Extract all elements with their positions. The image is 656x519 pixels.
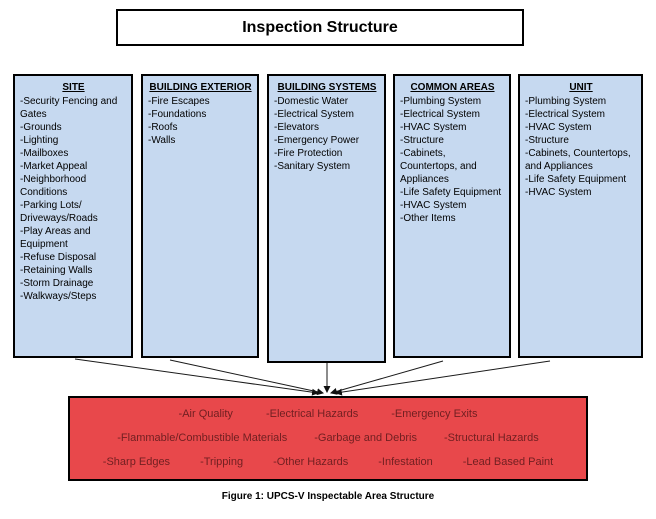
list-item: -Electrical System — [274, 109, 355, 120]
list-item: -Other Items — [400, 213, 456, 224]
list-item: -Lighting — [20, 135, 59, 146]
list-item: -Structure — [400, 135, 444, 146]
list-item: -Domestic Water — [274, 96, 349, 107]
hazard-item: -Electrical Hazards — [265, 408, 359, 420]
list-item: -Fire Protection — [274, 148, 343, 159]
category-box-building-exterior: BUILDING EXTERIOR -Fire Escapes -Foundati… — [141, 74, 259, 358]
list-item: -Security Fencing and Gates — [20, 96, 118, 120]
list-item: -Emergency Power — [274, 135, 360, 146]
list-item: -Retaining Walls — [20, 265, 93, 276]
page-title: Inspection Structure — [242, 18, 398, 36]
category-box-common-areas: COMMON AREAS -Plumbing System -Electrical… — [393, 74, 511, 358]
hazard-item: -Tripping — [200, 456, 244, 468]
category-items: -Plumbing System -Electrical System -HVAC … — [400, 95, 505, 225]
list-item: -Refuse Disposal — [20, 252, 97, 263]
list-item: -Fire Escapes — [148, 96, 210, 107]
hazard-item: -Lead Based Paint — [462, 456, 554, 468]
list-item: -Walls — [148, 135, 176, 146]
list-item: -Cabinets, Countertops, and Appliances — [400, 148, 477, 185]
list-item: -Neighborhood Conditions — [20, 174, 87, 198]
category-heading: SITE — [62, 82, 85, 93]
hazard-line: -Sharp Edges -Tripping -Other Hazards -Infe… — [70, 456, 586, 469]
list-item: -Play Areas and Equipment — [20, 226, 91, 250]
list-item: -Mailboxes — [20, 148, 69, 159]
list-item: -Market Appeal — [20, 161, 88, 172]
list-item: -HVAC System — [400, 122, 467, 133]
list-item: -Parking Lots/​Driveways/​Roads — [20, 200, 98, 224]
hazard-item: -Structural Hazards — [443, 432, 539, 444]
list-item: -Plumbing System — [400, 96, 482, 107]
list-item: -Electrical System — [400, 109, 481, 120]
list-item: -HVAC System — [400, 200, 467, 211]
list-item: -Plumbing System — [525, 96, 607, 107]
list-item: -HVAC System — [525, 122, 592, 133]
list-item: -Life Safety Equipment — [400, 187, 502, 198]
hazard-item: -Flammable/Combustible Materials — [117, 432, 288, 444]
list-item: -Grounds — [20, 122, 62, 133]
list-item: -Storm Drainage — [20, 278, 94, 289]
hazard-item: -Air Quality — [178, 408, 233, 420]
list-item: -Elevators — [274, 122, 320, 133]
list-item: -Cabinets, Countertops, and Appliances — [525, 148, 631, 172]
hazard-item: -Garbage and Debris — [314, 432, 417, 444]
hazard-item: -Emergency Exits — [391, 408, 478, 420]
category-heading: UNIT — [569, 82, 593, 93]
category-box-building-systems: BUILDING SYSTEMS -Domestic Water -Electri… — [267, 74, 386, 363]
list-item: -Electrical System — [525, 109, 606, 120]
title-box: Inspection Structure — [116, 9, 524, 46]
category-row: SITE -Security Fencing and Gates -Grounds… — [0, 74, 656, 364]
list-item: -Roofs — [148, 122, 178, 133]
category-heading: COMMON AREAS — [410, 82, 495, 93]
hazards-box: -Air Quality -Electrical Hazards -Emergenc… — [68, 396, 588, 481]
category-items: -Domestic Water -Electrical System -Elevat… — [274, 95, 380, 173]
figure-caption: Figure 1: UPCS-V Inspectable Area Struct… — [221, 491, 435, 502]
list-item: -Structure — [525, 135, 569, 146]
category-box-unit: UNIT -Plumbing System-Electrical System-… — [518, 74, 643, 358]
category-heading: BUILDING SYSTEMS — [277, 82, 377, 93]
list-item: -Sanitary System — [274, 161, 351, 172]
hazard-item: -Other Hazards — [273, 456, 349, 468]
hazard-line: -Air Quality -Electrical Hazards -Emergenc… — [70, 408, 586, 421]
list-item: -Foundations — [148, 109, 207, 120]
hazard-line: -Flammable/Combustible Materials -Garbage… — [70, 432, 586, 445]
category-items: -Fire Escapes -Foundations -Roofs -Walls — [148, 95, 253, 147]
list-item: -Walkways/​Steps — [20, 291, 97, 302]
list-item: -HVAC System — [525, 187, 592, 198]
category-items: -Plumbing System -Electrical System -HVAC … — [525, 95, 637, 199]
category-box-site: SITE -Security Fencing and Gates -Grounds… — [13, 74, 133, 358]
list-item: -Life Safety Equipment — [525, 174, 627, 185]
hazard-item: -Sharp Edges — [102, 456, 171, 468]
category-items: -Security Fencing and Gates -Grounds -Ligh… — [20, 95, 127, 303]
category-heading: BUILDING EXTERIOR — [149, 82, 252, 93]
hazard-item: -Infestation — [378, 456, 433, 468]
